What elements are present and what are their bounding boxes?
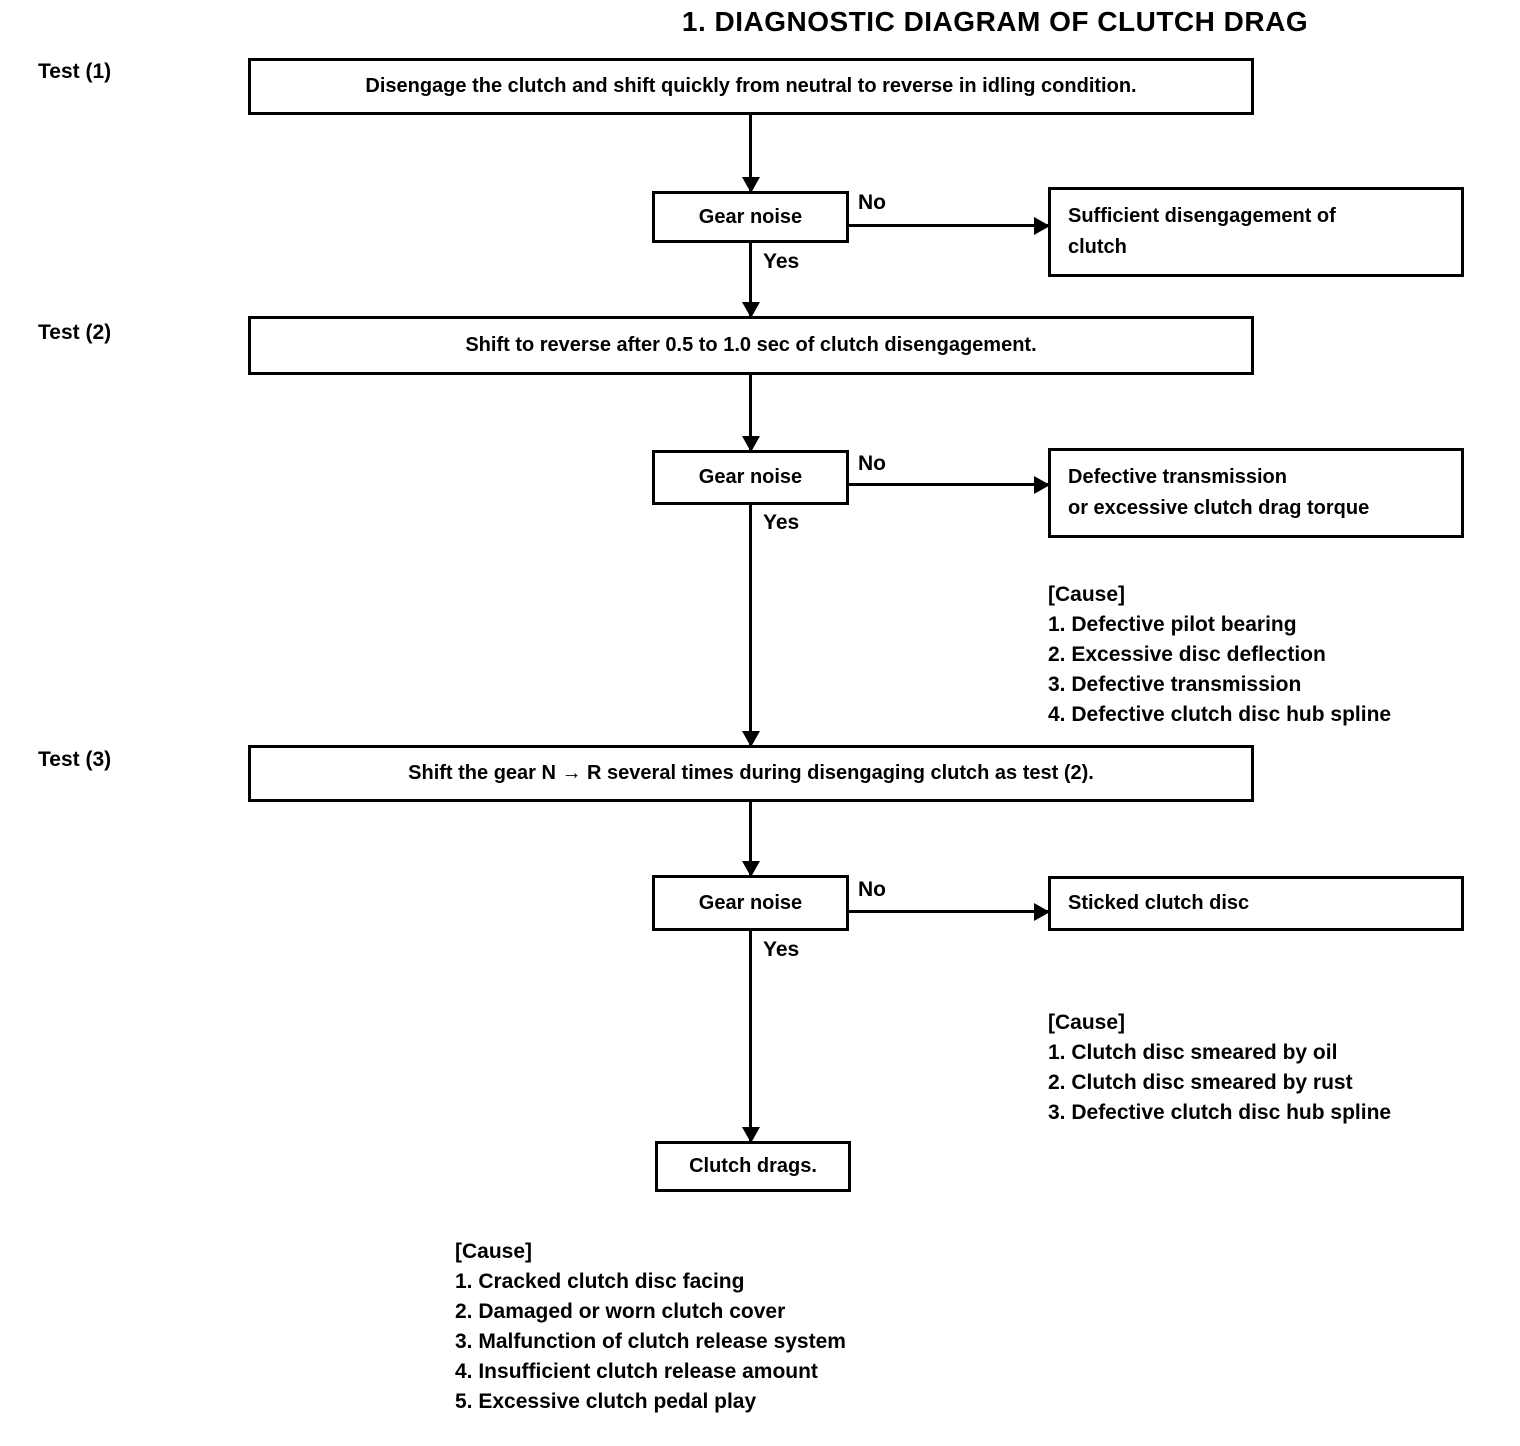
cause-3-item: 1. Cracked clutch disc facing: [455, 1270, 745, 1293]
cause-2-item: 1. Clutch disc smeared by oil: [1048, 1041, 1338, 1064]
gear-noise-decision-box-3: Gear noise: [652, 875, 849, 931]
gear-noise-decision-box-2: Gear noise: [652, 450, 849, 505]
cause-2-item: 3. Defective clutch disc hub spline: [1048, 1101, 1392, 1124]
result-box-defective-transmission: Defective transmission or excessive clut…: [1048, 448, 1464, 538]
clutch-drags-text: Clutch drags.: [689, 1155, 817, 1177]
test-3-instruction-box: Shift the gear N → R several times durin…: [248, 745, 1254, 802]
test-3-label: Test (3): [38, 748, 112, 771]
gear-noise-text-1: Gear noise: [698, 205, 803, 228]
yes-label-2: Yes: [763, 511, 800, 534]
cause-3-item: 3. Malfunction of clutch release system: [455, 1330, 846, 1353]
cause-1-item: 4. Defective clutch disc hub spline: [1048, 703, 1392, 726]
cause-1-header: [Cause]: [1048, 583, 1126, 606]
yes-label-1: Yes: [763, 250, 800, 273]
gear-noise-decision-box-1: Gear noise: [652, 191, 849, 243]
arrow-down-decision3-to-final: [749, 931, 752, 1142]
test-2-label: Test (2): [38, 321, 112, 344]
gear-noise-text-2: Gear noise: [698, 466, 803, 488]
arrow-down-test2-to-decision2: [749, 375, 752, 451]
result-1-line-1: Sufficient disengagement of: [1068, 205, 1336, 227]
arrow-right-no-1: [849, 224, 1048, 227]
test-1-label: Test (1): [38, 60, 112, 83]
arrow-down-test3-to-decision3: [749, 802, 752, 876]
cause-3-item: 5. Excessive clutch pedal play: [455, 1390, 757, 1413]
result-1-line-2: clutch: [1068, 236, 1127, 258]
cause-list-1: [Cause] 1. Defective pilot bearing 2. Ex…: [1048, 580, 1391, 730]
test-3-instruction-text: Shift the gear N → R several times durin…: [408, 762, 1094, 784]
arrow-down-decision1-to-test2: [749, 243, 752, 317]
cause-3-item: 4. Insufficient clutch release amount: [455, 1360, 818, 1383]
cause-2-header: [Cause]: [1048, 1011, 1126, 1034]
page-title: 1. DIAGNOSTIC DIAGRAM OF CLUTCH DRAG: [681, 6, 1309, 37]
result-box-sufficient-disengagement: Sufficient disengagement of clutch: [1048, 187, 1464, 277]
arrow-right-no-2: [849, 483, 1048, 486]
yes-label-3: Yes: [763, 938, 800, 961]
clutch-drags-box: Clutch drags.: [655, 1141, 851, 1192]
no-label-1: No: [858, 191, 886, 214]
result-2-line-1: Defective transmission: [1068, 466, 1287, 488]
result-2-line-2: or excessive clutch drag torque: [1068, 497, 1370, 519]
cause-list-3: [Cause] 1. Cracked clutch disc facing 2.…: [455, 1237, 846, 1417]
result-box-sticked-clutch-disc: Sticked clutch disc: [1048, 876, 1464, 931]
cause-3-item: 2. Damaged or worn clutch cover: [455, 1300, 786, 1323]
cause-1-item: 3. Defective transmission: [1048, 673, 1302, 696]
test-1-instruction-text: Disengage the clutch and shift quickly f…: [365, 75, 1137, 97]
no-label-3: No: [858, 878, 886, 901]
cause-3-header: [Cause]: [455, 1240, 533, 1263]
test-2-instruction-box: Shift to reverse after 0.5 to 1.0 sec of…: [248, 316, 1254, 375]
test-2-instruction-text: Shift to reverse after 0.5 to 1.0 sec of…: [465, 334, 1037, 356]
no-label-2: No: [858, 452, 886, 475]
gear-noise-text-3: Gear noise: [698, 891, 803, 914]
arrow-right-no-3: [849, 910, 1048, 913]
test-1-instruction-box: Disengage the clutch and shift quickly f…: [248, 58, 1254, 115]
result-3-line-1: Sticked clutch disc: [1068, 892, 1250, 914]
cause-2-item: 2. Clutch disc smeared by rust: [1048, 1071, 1353, 1094]
arrow-down-test1-to-decision1: [749, 115, 752, 192]
cause-list-2: [Cause] 1. Clutch disc smeared by oil 2.…: [1048, 1008, 1391, 1128]
cause-1-item: 2. Excessive disc deflection: [1048, 643, 1326, 666]
arrow-down-decision2-to-test3: [749, 505, 752, 746]
cause-1-item: 1. Defective pilot bearing: [1048, 613, 1297, 636]
